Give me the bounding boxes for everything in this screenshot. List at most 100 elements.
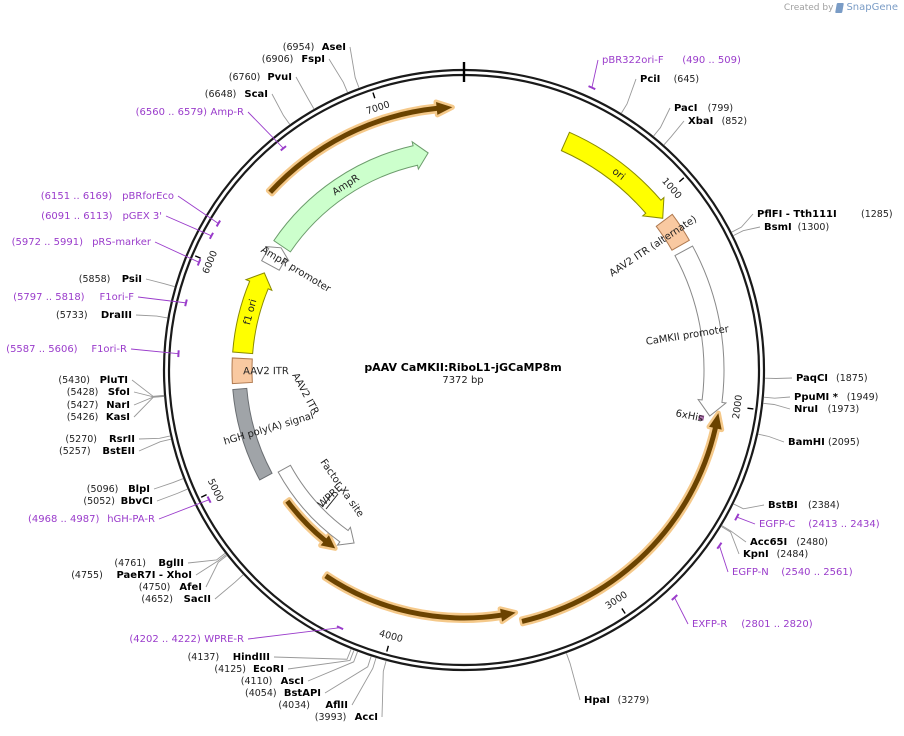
site-scai[interactable]: ScaI(6648)	[205, 89, 268, 100]
primer-exfp-r[interactable]: EXFP-R (2801 .. 2820)	[692, 619, 813, 630]
site-leader-line	[145, 278, 175, 288]
primer-name: EGFP-N	[732, 567, 769, 578]
primer-range: (5797 .. 5818)	[13, 292, 85, 303]
site-leader-line	[731, 213, 754, 233]
primer-pbr322ori-f[interactable]: pBR322ori-F(490 .. 509)	[602, 55, 741, 66]
site-name: BamHI	[788, 437, 825, 448]
primer-leader-line	[591, 59, 599, 88]
site-leader-line	[214, 574, 244, 600]
primer-leader-line	[736, 516, 756, 525]
site-hindiii[interactable]: HindIII(4137)	[188, 652, 270, 663]
site-sfoi[interactable]: SfoI(5428)	[67, 387, 130, 398]
site-pcii[interactable]: PciI(645)	[640, 74, 699, 85]
factor-xa-site-mark	[325, 493, 339, 510]
primer-f1ori-f[interactable]: F1ori-F (5797 .. 5818)	[13, 292, 134, 303]
site-name: EcoRI	[253, 664, 284, 675]
feature-label: 6xHis	[675, 408, 704, 424]
site-kpni[interactable]: KpnI(2484)	[743, 549, 808, 560]
primer-egfp-n[interactable]: EGFP-N (2540 .. 2561)	[732, 567, 853, 578]
site-leader-line	[757, 433, 785, 443]
primer-range: (2540 .. 2561)	[781, 567, 853, 578]
site-aflii[interactable]: AflII(4034)	[278, 700, 348, 711]
site-position: (5052)	[83, 496, 115, 507]
site-paci[interactable]: PacI(799)	[674, 103, 733, 114]
site-pflfi-tth111i[interactable]: PflFI - Tth111I(1285)	[757, 209, 893, 220]
site-asei[interactable]: AseI(6954)	[283, 42, 346, 53]
site-ecori[interactable]: EcoRI(4125)	[214, 664, 284, 675]
site-bsteii[interactable]: BstEII(5257)	[59, 446, 135, 457]
site-asci[interactable]: AscI(4110)	[241, 676, 304, 687]
site-bsmi[interactable]: BsmI(1300)	[764, 222, 829, 233]
site-bstapi[interactable]: BstAPI(4054)	[245, 688, 321, 699]
site-draiii[interactable]: DraIII(5733)	[56, 310, 132, 321]
site-nrui[interactable]: NruI(1973)	[794, 404, 859, 415]
site-xbai[interactable]: XbaI(852)	[688, 116, 747, 127]
primer-amp-r[interactable]: Amp-R(6560 .. 6579)	[136, 107, 244, 118]
site-pluti[interactable]: PluTI(5430)	[58, 375, 128, 386]
site-bamhi[interactable]: BamHI(2095)	[788, 437, 860, 448]
site-pvui[interactable]: PvuI(6760)	[229, 72, 292, 83]
label-leader-lines	[130, 46, 793, 718]
feature-shape	[260, 245, 290, 271]
site-name: HindIII	[233, 652, 270, 663]
primer-egfp-c[interactable]: EGFP-C(2413 .. 2434)	[759, 519, 880, 530]
site-nari[interactable]: NarI(5427)	[67, 400, 130, 411]
primer-range: (2801 .. 2820)	[741, 619, 813, 630]
primer-name: pBR322ori-F	[602, 55, 664, 66]
site-position: (1285)	[861, 209, 893, 220]
primer-bind-mark	[716, 542, 723, 550]
site-bbvci[interactable]: BbvCI(5052)	[83, 496, 153, 507]
site-position: (4110)	[241, 676, 273, 687]
site-afei[interactable]: AfeI(4750)	[139, 582, 202, 593]
site-sacii[interactable]: SacII(4652)	[141, 594, 211, 605]
primer-prs-marker[interactable]: pRS-marker(5972 .. 5991)	[12, 237, 152, 248]
site-leader-line	[733, 226, 761, 237]
primer-pgex-3[interactable]: pGEX 3'(6091 .. 6113)	[41, 211, 162, 222]
site-name: BstBI	[768, 500, 798, 511]
site-name: BstEII	[102, 446, 135, 457]
primer-range: (5587 .. 5606)	[6, 344, 78, 355]
primer-leader-line	[137, 296, 187, 304]
site-blpi[interactable]: BlpI(5096)	[87, 484, 150, 495]
site-bstbi[interactable]: BstBI(2384)	[768, 500, 840, 511]
site-hpai[interactable]: HpaI(3279)	[584, 695, 649, 706]
site-rsrii[interactable]: RsrII(5270)	[65, 434, 135, 445]
primer-wpre-r[interactable]: WPRE-R(4202 .. 4222)	[129, 634, 244, 645]
orf-arrows	[265, 99, 725, 627]
primer-name: EXFP-R	[692, 619, 727, 630]
primer-f1ori-r[interactable]: F1ori-R(5587 .. 5606)	[6, 344, 127, 355]
primer-pbrforeco[interactable]: pBRforEco(6151 .. 6169)	[41, 191, 174, 202]
inner-feature-label: AAV2 ITR	[289, 371, 320, 417]
site-kasi[interactable]: KasI(5426)	[67, 412, 130, 423]
tick-label: 3000	[603, 589, 629, 612]
site-ppumi[interactable]: PpuMI *(1949)	[794, 392, 878, 403]
primer-hgh-pa-r[interactable]: hGH-PA-R(4968 .. 4987)	[28, 514, 155, 525]
site-psii[interactable]: PsiI(5858)	[79, 274, 142, 285]
site-name: BstAPI	[284, 688, 321, 699]
site-position: (2484)	[777, 549, 809, 560]
site-acci[interactable]: AccI(3993)	[315, 712, 378, 723]
site-name: XbaI	[688, 116, 713, 127]
primer-name: WPRE-R	[204, 634, 244, 645]
plasmid-center-title: pAAV CaMKII:RiboL1-jGCaMP8m 7372 bp	[364, 361, 561, 386]
site-bglii[interactable]: BglII(4761)	[114, 558, 184, 569]
site-fspi[interactable]: FspI(6906)	[262, 54, 325, 65]
site-leader-line	[273, 648, 352, 660]
site-name: BlpI	[128, 484, 150, 495]
site-leader-line	[763, 396, 791, 399]
site-name: NarI	[106, 400, 130, 411]
site-leader-line	[351, 657, 377, 706]
site-leader-line	[349, 46, 360, 89]
site-leader-line	[138, 438, 172, 452]
site-paqci[interactable]: PaqCI(1875)	[796, 373, 868, 384]
primer-bind-mark	[671, 594, 678, 601]
site-name: BsmI	[764, 222, 792, 233]
site-leader-line	[620, 78, 637, 114]
primer-name: F1ori-F	[100, 292, 135, 303]
feature-label: AAV2 ITR	[243, 366, 289, 377]
site-acc65i[interactable]: Acc65I(2480)	[750, 537, 828, 548]
tick-mark	[194, 255, 202, 259]
site-paer7i-xhoi[interactable]: PaeR7I - XhoI(4755)	[71, 570, 192, 581]
site-position: (1949)	[847, 392, 879, 403]
site-leader-line	[153, 478, 184, 490]
